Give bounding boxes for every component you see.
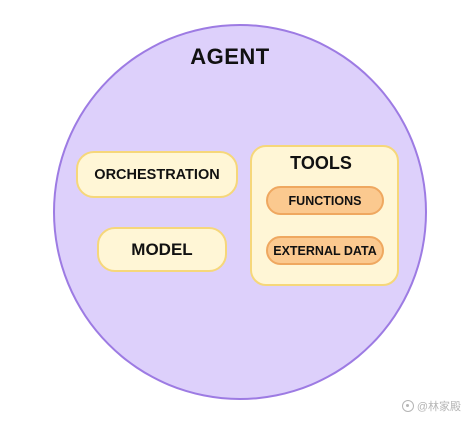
agent-title: AGENT: [190, 44, 270, 69]
model-box: MODEL: [97, 227, 227, 272]
external-data-pill: EXTERNAL DATA: [266, 236, 384, 265]
weibo-icon: [401, 400, 414, 412]
watermark-text: @林家殿: [416, 401, 461, 413]
functions-pill: FUNCTIONS: [266, 186, 384, 215]
tools-box: TOOLS FUNCTIONS EXTERNAL DATA: [250, 145, 399, 286]
watermark: @林家殿: [401, 398, 461, 414]
tools-title: TOOLS: [290, 153, 352, 173]
orchestration-box: ORCHESTRATION: [76, 151, 238, 198]
